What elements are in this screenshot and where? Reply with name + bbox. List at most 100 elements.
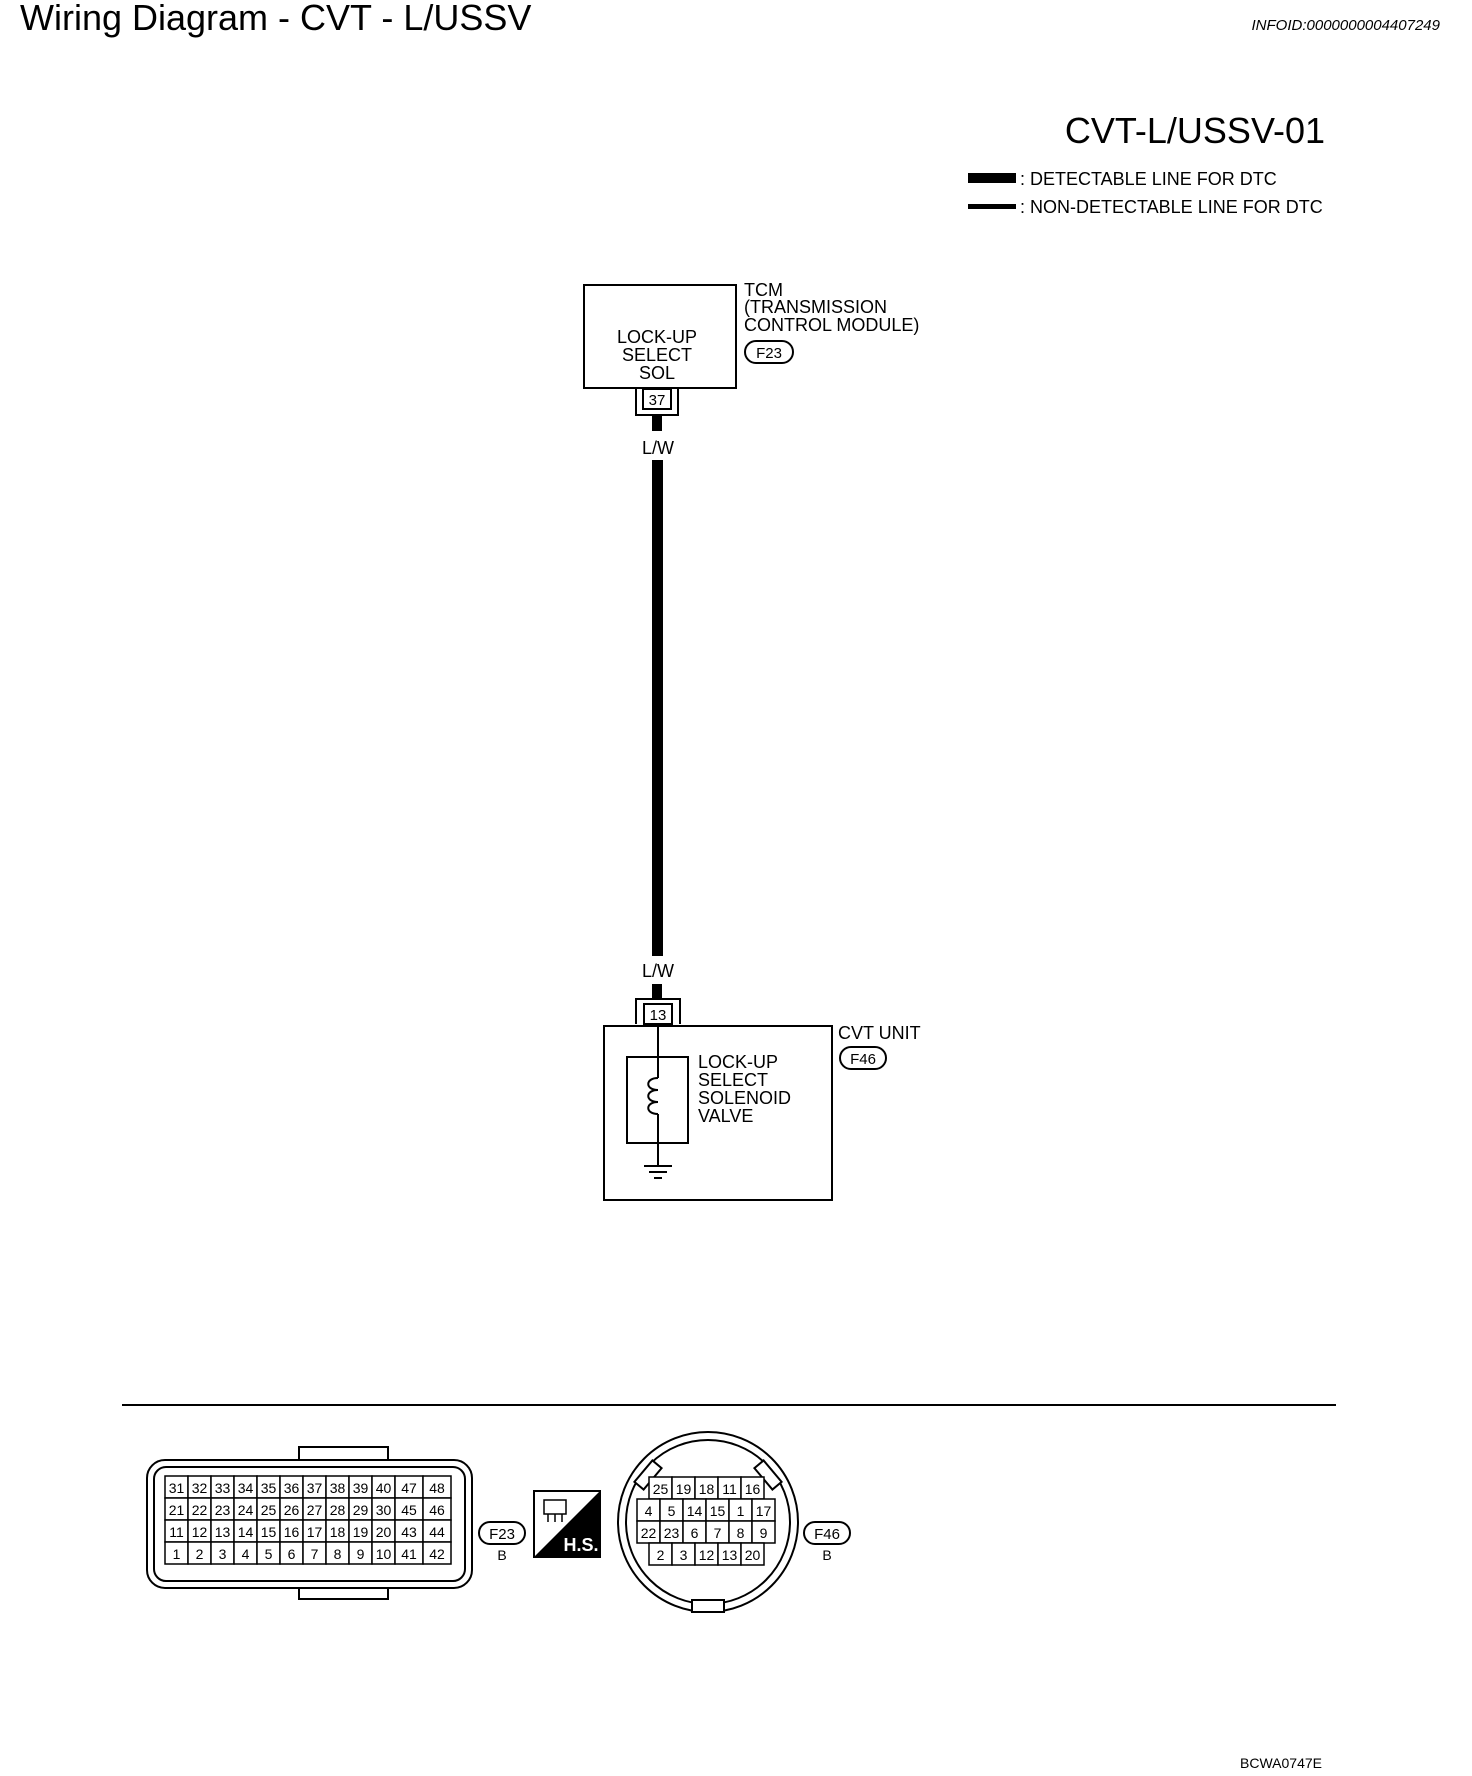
f23-pin-27: 27 [307,1502,323,1518]
hs-label: H.S. [563,1535,598,1555]
cvt-unit-title: CVT UNIT [838,1023,921,1043]
f23-pin-6: 6 [288,1546,296,1562]
cvt-pin-number: 13 [650,1007,667,1024]
cvt-connector-badge [839,1046,887,1070]
tcm-title-line-1: TCM [744,280,783,300]
legend-detectable: : DETECTABLE LINE FOR DTC [1020,169,1277,189]
f23-pin-7: 7 [311,1546,319,1562]
info-id: INFOID:0000000004407249 [1252,17,1441,34]
f23-pin-42: 42 [429,1546,445,1562]
f23-pin-2: 2 [196,1546,204,1562]
f23-pin-25: 25 [261,1502,277,1518]
cvt-pin-bracket [635,998,681,1024]
f46-pin-20: 20 [745,1547,761,1563]
f23-pin-26: 26 [284,1502,300,1518]
f23-pin-31: 31 [169,1480,185,1496]
f46-pin-9: 9 [760,1525,768,1541]
f23-pin-44: 44 [429,1524,445,1540]
f23-pin-40: 40 [376,1480,392,1496]
wire-color-top: L/W [642,438,674,458]
f23-pin-22: 22 [192,1502,208,1518]
f23-pin-45: 45 [401,1502,417,1518]
cvt-box-line-1: LOCK-UP [698,1052,778,1072]
wire-stub-top [652,415,662,431]
f23-pin-19: 19 [353,1524,369,1540]
f23-pin-24: 24 [238,1502,254,1518]
f23-pin-23: 23 [215,1502,231,1518]
f46-pin-2: 2 [657,1547,665,1563]
f23-pin-3: 3 [219,1546,227,1562]
harness-side-icon: H.S. [533,1490,601,1558]
tcm-box-line-3: SOL [639,363,675,383]
cvt-pin-box [643,1003,673,1025]
f23-pin-21: 21 [169,1502,185,1518]
f46-pin-3: 3 [680,1547,688,1563]
cvt-box-line-2: SELECT [698,1070,768,1090]
f23-connector-badge [478,1521,526,1545]
f46-pin-13: 13 [722,1547,738,1563]
tcm-pin-number: 37 [649,392,666,409]
f46-pin-6: 6 [691,1525,699,1541]
f46-pin-14: 14 [687,1503,703,1519]
f23-pin-12: 12 [192,1524,208,1540]
tcm-box-line-2: SELECT [622,345,692,365]
wire-l-w [652,460,663,956]
f23-pin-41: 41 [401,1546,417,1562]
f46-pin-1: 1 [737,1503,745,1519]
f23-pin-9: 9 [357,1546,365,1562]
wire-stub-bottom [652,984,662,999]
f23-pin-42-cell [422,1541,452,1565]
f46-pin-20-cell [740,1542,765,1566]
f46-pin-4: 4 [645,1503,653,1519]
cvt-box-line-3: SOLENOID [698,1088,791,1108]
f46-pin-18: 18 [699,1481,715,1497]
f46-pin-22: 22 [641,1525,657,1541]
f23-pin-32: 32 [192,1480,208,1496]
page-title: Wiring Diagram - CVT - L/USSV [20,0,531,38]
f46-pin-17: 17 [756,1503,772,1519]
f46-pin-8: 8 [737,1525,745,1541]
figure-ref: BCWA0747E [1240,1755,1322,1771]
diagram-code: CVT-L/USSV-01 [1065,110,1325,151]
tcm-box-line-1: LOCK-UP [617,327,697,347]
f23-pin-43: 43 [401,1524,417,1540]
f23-pin-48: 48 [429,1480,445,1496]
f23-pin-15: 15 [261,1524,277,1540]
solenoid-coil-icon [626,1026,689,1144]
non-detectable-line-swatch [968,204,1016,209]
tcm-connector-badge [744,340,794,364]
f23-pin-30: 30 [376,1502,392,1518]
f23-pin-38: 38 [330,1480,346,1496]
f23-pin-39: 39 [353,1480,369,1496]
f46-pin-11: 11 [722,1481,737,1497]
f46-pin-15: 15 [710,1503,726,1519]
f23-pin-37: 37 [307,1480,323,1496]
cvt-box-line-4: VALVE [698,1106,753,1126]
f23-pin-11: 11 [169,1524,184,1540]
f46-pin-16: 16 [745,1481,761,1497]
tcm-connector-label: F23 [756,345,782,362]
wire-color-bottom: L/W [642,961,674,981]
cvt-unit-box [603,1025,833,1201]
f46-pin-25: 25 [653,1481,669,1497]
f46-pin-19: 19 [676,1481,692,1497]
f46-pin-5: 5 [668,1503,676,1519]
f46-connector-badge [803,1521,851,1545]
f23-pin-8: 8 [334,1546,342,1562]
f23-pin-29: 29 [353,1502,369,1518]
f23-pin-5: 5 [265,1546,273,1562]
ground-icon [644,1143,672,1179]
f23-pin-46: 46 [429,1502,445,1518]
f23-connector-label: F23 [489,1526,515,1543]
f23-pin-36: 36 [284,1480,300,1496]
f46-connector-label: F46 [814,1526,840,1543]
f23-pin-18: 18 [330,1524,346,1540]
tcm-title-line-2: (TRANSMISSION [744,297,887,317]
f23-pin-1: 1 [173,1546,181,1562]
tcm-pin-box [642,388,672,410]
f23-pin-17: 17 [307,1524,323,1540]
